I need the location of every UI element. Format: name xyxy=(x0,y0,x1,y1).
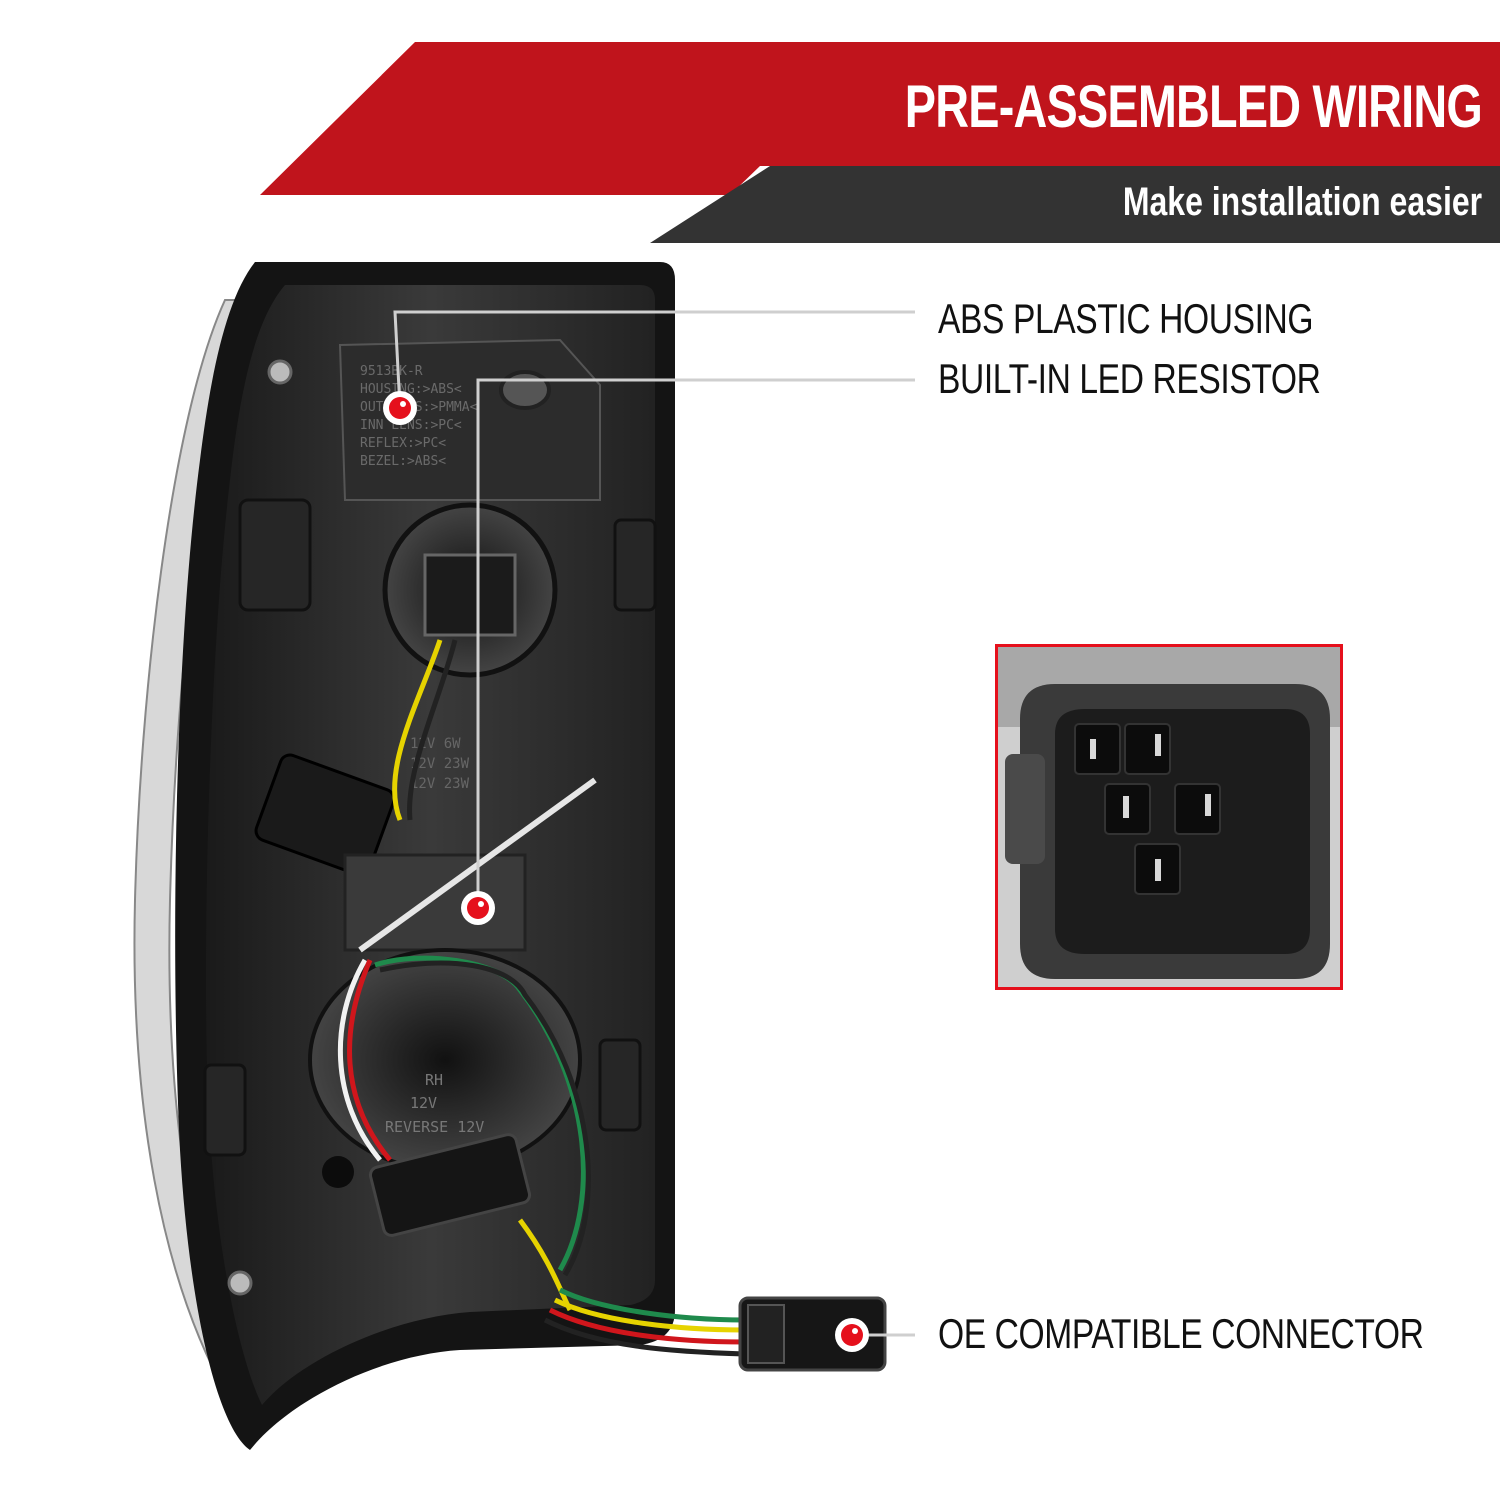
marking-bulb3: 12V 23W xyxy=(410,776,470,792)
screw-bottom-left xyxy=(227,1270,253,1296)
dot-resistor-icon xyxy=(461,891,495,925)
resistor-block xyxy=(343,853,527,952)
dark-banner xyxy=(650,166,1500,243)
dot-housing-icon xyxy=(383,391,417,425)
inline-connector xyxy=(368,1133,532,1237)
marking-reflex: REFLEX:>PC< xyxy=(360,436,446,451)
marking-bulb2: 12V 23W xyxy=(410,756,470,772)
marking-inner-lens: INN LENS:>PC< xyxy=(360,418,462,433)
marking-housing: HOUSING:>ABS< xyxy=(360,382,462,397)
clip-right-bottom xyxy=(598,1038,642,1132)
clip-right-top xyxy=(613,518,657,612)
side-socket xyxy=(254,753,396,877)
connector-closeup-inset xyxy=(995,644,1343,990)
wire-harness xyxy=(337,639,746,1357)
marking-volt: 12V xyxy=(410,1094,437,1112)
marking-reverse: REVERSE 12V xyxy=(385,1118,484,1136)
callout-led-resistor: BUILT-IN LED RESISTOR xyxy=(938,355,1321,402)
callout-oe-connector: OE COMPATIBLE CONNECTOR xyxy=(938,1310,1424,1357)
callout-abs-housing: ABS PLASTIC HOUSING xyxy=(938,295,1314,342)
grommet xyxy=(322,1156,354,1188)
marking-part: 9513BK-R xyxy=(360,364,423,379)
header-subtitle: Make installation easier xyxy=(1122,180,1482,224)
screw-top-left xyxy=(267,359,293,385)
clip-left-top xyxy=(238,498,312,612)
header-title: PRE-ASSEMBLED WIRING xyxy=(904,73,1483,140)
red-banner xyxy=(260,42,1500,195)
clip-left-bottom xyxy=(203,1063,247,1157)
marking-bezel: BEZEL:>ABS< xyxy=(360,454,446,469)
dot-connector-icon xyxy=(835,1318,869,1352)
marking-side: RH xyxy=(425,1071,443,1089)
